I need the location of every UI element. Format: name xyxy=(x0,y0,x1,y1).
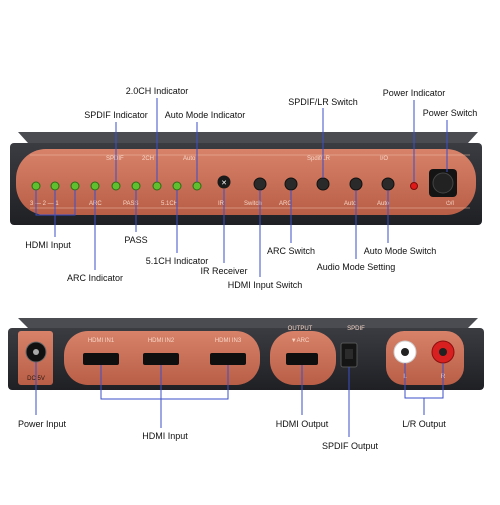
auto-mode-switch-button[interactable] xyxy=(381,177,395,191)
label-auto-mode-switch: Auto Mode Switch xyxy=(363,246,437,256)
front-panel: SPDIF 2CH Auto Spdif/LR I/O 3 — 2 — 1 AR… xyxy=(10,132,482,225)
label-audio-mode-setting: Audio Mode Setting xyxy=(316,262,396,272)
label-arc-switch: ARC Switch xyxy=(266,246,316,256)
label-lr-output: L/R Output xyxy=(402,419,446,429)
front-callout-lines xyxy=(35,98,448,277)
silk-spdif: SPDIF xyxy=(106,156,124,162)
rear-panel: DC 5V HDMI IN1 HDMI IN2 HDMI IN3 OUTPUT … xyxy=(8,318,484,390)
front-copper-panel xyxy=(16,149,476,215)
label-power-indicator: Power Indicator xyxy=(382,88,446,98)
hdmi-input-switch-button[interactable] xyxy=(253,177,267,191)
ir-receiver xyxy=(217,175,231,189)
label-51ch-indicator: 5.1CH Indicator xyxy=(145,256,209,266)
label-spdif-indicator: SPDIF Indicator xyxy=(84,110,148,120)
silk-auto-3: Auto xyxy=(377,201,390,207)
led-spdif xyxy=(111,181,121,191)
silk-output: OUTPUT xyxy=(288,326,313,332)
silk-switch-1: Switch xyxy=(244,201,262,207)
label-pass: PASS xyxy=(124,235,148,245)
arc-switch-button[interactable] xyxy=(284,177,298,191)
silk-spdif-rear: SPDIF xyxy=(347,326,365,332)
silk-arc: ARC xyxy=(89,201,102,207)
rear-callout-lines xyxy=(35,362,444,437)
led-arc xyxy=(90,181,100,191)
label-power-switch: Power Switch xyxy=(422,108,478,118)
audio-mode-setting-button[interactable] xyxy=(349,177,363,191)
led-2ch xyxy=(152,181,162,191)
silk-hdmi-ports: 3 — 2 — 1 xyxy=(30,201,59,207)
silk-arc-2: ARC xyxy=(279,201,292,207)
led-hdmi-2 xyxy=(50,181,60,191)
silk-spdif-lr: Spdif/LR xyxy=(307,156,331,162)
silk-arc-out: ▼ARC xyxy=(291,338,310,344)
label-power-input: Power Input xyxy=(17,419,67,429)
silk-auto: Auto xyxy=(183,156,196,162)
silk-io: I/O xyxy=(380,156,388,162)
led-group xyxy=(31,181,202,191)
silk-pass: PASS xyxy=(123,201,139,207)
label-spdif-output: SPDIF Output xyxy=(321,441,379,451)
label-2ch-indicator: 2.0CH Indicator xyxy=(125,86,189,96)
silk-hdmi-in2: HDMI IN2 xyxy=(148,338,175,344)
silk-hdmi-in3: HDMI IN3 xyxy=(215,338,242,344)
hdmi-in3-port[interactable] xyxy=(210,353,246,365)
label-hdmi-input-front: HDMI Input xyxy=(25,240,71,250)
power-switch-button[interactable] xyxy=(432,172,454,194)
led-hdmi-1 xyxy=(70,181,80,191)
led-hdmi-3 xyxy=(31,181,41,191)
ir-receiver-icon: ✕ xyxy=(221,180,227,187)
led-51ch xyxy=(172,181,182,191)
hdmi-in1-port[interactable] xyxy=(83,353,119,365)
silk-hdmi-in1: HDMI IN1 xyxy=(88,338,115,344)
power-indicator-led xyxy=(410,182,418,190)
silk-51ch: 5.1CH xyxy=(161,201,178,207)
silk-ir: IR xyxy=(218,201,225,207)
led-auto xyxy=(192,181,202,191)
label-ir-receiver: IR Receiver xyxy=(200,266,248,276)
label-auto-mode-indicator: Auto Mode Indicator xyxy=(164,110,246,120)
silk-2ch: 2CH xyxy=(142,156,154,162)
silk-power: ⏻/I xyxy=(446,200,454,207)
hdmi-in2-port[interactable] xyxy=(143,353,179,365)
hdmi-output-port[interactable] xyxy=(286,353,318,365)
label-hdmi-output: HDMI Output xyxy=(275,419,329,429)
led-pass xyxy=(131,181,141,191)
dc-power-jack-pin xyxy=(33,349,39,355)
label-hdmi-input-rear: HDMI Input xyxy=(142,431,188,441)
spdif-lr-switch-button[interactable] xyxy=(316,177,330,191)
label-hdmi-input-switch: HDMI Input Switch xyxy=(227,280,303,290)
label-spdif-lr-switch: SPDIF/LR Switch xyxy=(288,97,358,107)
silk-auto-2: Auto xyxy=(344,201,357,207)
label-arc-indicator: ARC Indicator xyxy=(66,273,124,283)
